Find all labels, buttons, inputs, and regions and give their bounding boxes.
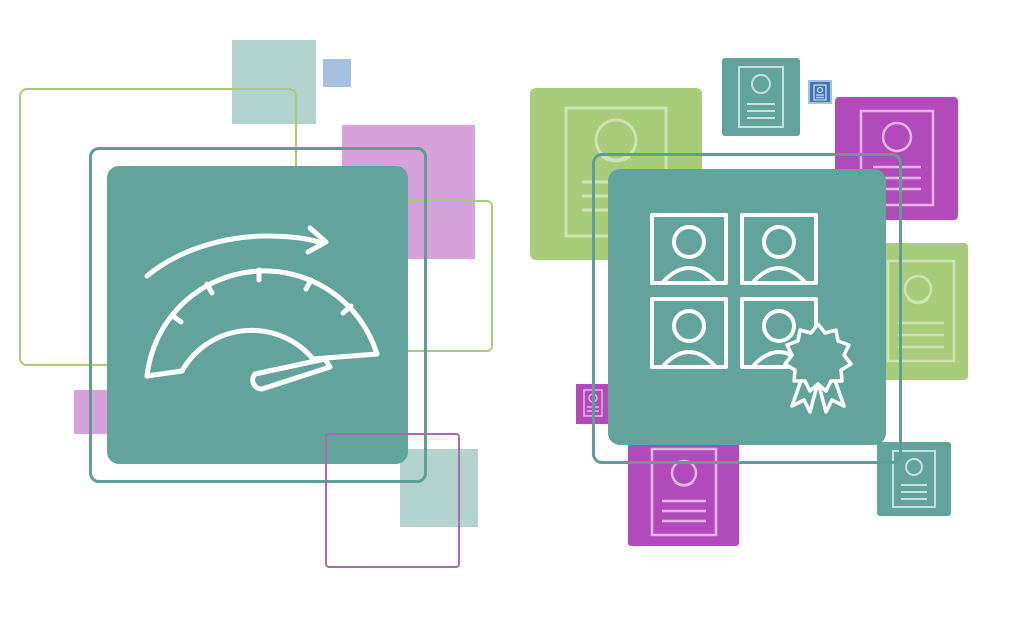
profile-document-icon — [738, 66, 784, 128]
speedometer-gauge-icon — [107, 166, 408, 464]
profile-card-green-right — [880, 243, 968, 380]
main-panel-frame — [592, 153, 902, 464]
decor-outline-green-right — [404, 200, 493, 352]
profile-document-icon — [859, 109, 935, 207]
decor-outline-purple-bottom — [325, 433, 460, 568]
profile-document-icon — [892, 450, 936, 508]
decor-square-purple-small — [74, 390, 110, 434]
profile-card-blue-tiny — [808, 80, 832, 104]
decor-square-blue-small — [323, 59, 351, 87]
decor-square-teal-light-bottom — [400, 449, 478, 527]
profile-card-teal-bottom — [877, 442, 951, 516]
award-ribbon-icon — [780, 320, 856, 420]
right-illustration — [512, 0, 1024, 643]
profile-document-icon — [813, 84, 827, 101]
profile-card-purple-bottom — [628, 435, 739, 546]
profile-document-icon — [886, 259, 956, 363]
main-panel-frame — [89, 147, 427, 483]
profile-card-teal-top — [722, 58, 800, 136]
decor-square-teal-light — [232, 40, 316, 124]
left-illustration — [19, 40, 493, 568]
